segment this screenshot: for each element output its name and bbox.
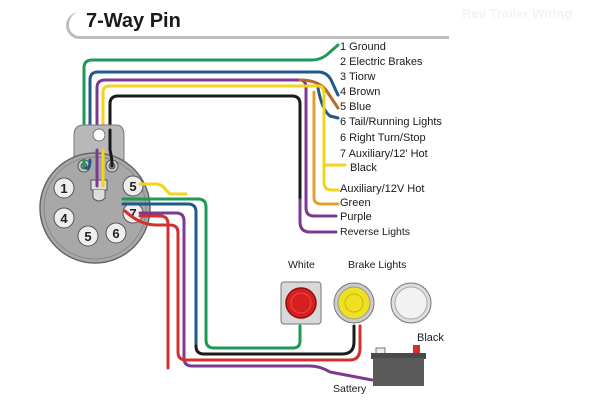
pin-1: 1 bbox=[53, 177, 75, 199]
label-tail-running: 6 Tail/Running Lights bbox=[340, 116, 442, 128]
wire-yellow bbox=[101, 84, 340, 212]
label-right-turn-stop: 6 Right Turn/Stop bbox=[340, 132, 426, 144]
label-white-light: White bbox=[288, 259, 315, 271]
wire-green-ground bbox=[82, 43, 340, 167]
svg-text:1: 1 bbox=[60, 181, 67, 196]
diagram-title: 7-Way Pin bbox=[86, 10, 181, 32]
label-blue: 5 Blue bbox=[340, 101, 372, 113]
label-purple: Purple bbox=[340, 211, 372, 223]
label-brown: 4 Brown bbox=[340, 86, 381, 98]
label-ground: 1 Ground bbox=[340, 41, 386, 53]
wire-black-to-brake bbox=[194, 324, 356, 356]
pin-5-bottom: 5 bbox=[77, 225, 99, 247]
label-battery-terminal: Black bbox=[417, 332, 444, 344]
brake-light-yellow bbox=[333, 282, 375, 324]
pin-4: 4 bbox=[53, 207, 75, 229]
svg-text:4: 4 bbox=[60, 211, 68, 226]
connector-pins: 1 4 5 6 5 7 bbox=[53, 175, 144, 247]
label-reverse-lights: Reverse Lights bbox=[340, 226, 411, 238]
wire-black bbox=[108, 94, 302, 202]
watermark: Rev Trailer Wiring bbox=[462, 6, 573, 21]
pin-5: 5 bbox=[122, 175, 144, 197]
wire-orange bbox=[312, 90, 340, 206]
label-tiorw: 3 Tiorw bbox=[340, 71, 376, 83]
svg-text:5: 5 bbox=[84, 229, 91, 244]
wire-red-to-brake bbox=[123, 209, 362, 362]
label-black: Black bbox=[350, 162, 377, 174]
label-brake-lights: Brake Lights bbox=[348, 259, 407, 271]
svg-text:5: 5 bbox=[129, 179, 136, 194]
label-electric-brakes: 2 Electric Brakes bbox=[340, 56, 423, 68]
label-green: Green bbox=[340, 197, 371, 209]
label-auxiliary-12v: Auxiliary/12V Hot bbox=[340, 183, 425, 195]
label-auxiliary-hot: 7 Auxiliary/12' Hot bbox=[340, 148, 428, 160]
brake-light-clear bbox=[390, 282, 432, 324]
svg-text:6: 6 bbox=[112, 226, 119, 241]
white-light bbox=[280, 281, 322, 325]
wire-red-pin7 bbox=[138, 214, 170, 370]
title-banner: 7-Way Pin bbox=[66, 10, 449, 39]
wire-blue bbox=[88, 70, 340, 167]
wire-green-to-white-light bbox=[121, 197, 302, 350]
svg-text:7: 7 bbox=[129, 206, 136, 221]
wire-purple bbox=[95, 78, 338, 218]
wire-yellow-pin5 bbox=[138, 182, 188, 196]
wire-purple-to-battery bbox=[138, 211, 374, 382]
wire-blue-to-black bbox=[121, 202, 198, 348]
pin-6: 6 bbox=[105, 222, 127, 244]
title-arc bbox=[66, 12, 449, 39]
battery-icon bbox=[371, 345, 426, 386]
wire-purple-2 bbox=[298, 198, 338, 234]
label-battery: Sattery bbox=[333, 383, 367, 395]
wire-brown bbox=[298, 78, 340, 110]
